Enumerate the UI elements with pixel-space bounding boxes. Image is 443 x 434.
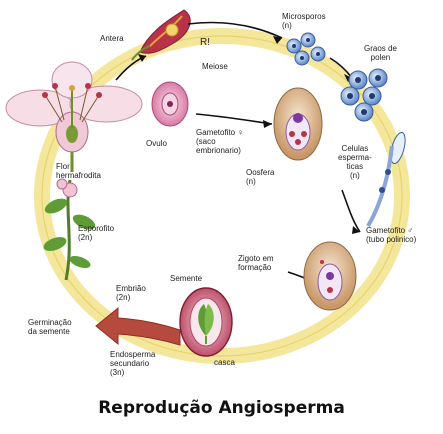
anther: [131, 9, 191, 61]
label-celulas-espermaticas: Celulas esperma- ticas (n): [338, 144, 372, 180]
embryo-sac: [273, 87, 323, 161]
label-gametofito-masculino: Gametofito ♂ (tubo polinico): [366, 226, 417, 244]
germination-arrow: [95, 306, 181, 346]
cycle-ring-edge: [41, 35, 403, 357]
label-zigoto: Zigoto em formação: [238, 254, 274, 272]
sporophyte-plant: [43, 178, 96, 281]
arrowheads: [138, 36, 360, 292]
hermaphrodite-flower: [5, 61, 143, 172]
label-esporofito: Esporofito (2n): [78, 224, 115, 242]
label-meiose: Meiose: [202, 62, 228, 71]
label-semente: Semente: [170, 274, 203, 283]
ovule: [151, 81, 189, 127]
label-ovulo: Ovulo: [146, 139, 167, 148]
microspores: [286, 32, 326, 66]
label-casca: casca: [214, 358, 235, 367]
label-antera: Antera: [100, 34, 124, 43]
pollen-grains: [340, 68, 406, 165]
label-oosfera: Oosfera (n): [246, 168, 275, 186]
label-r: R!: [200, 37, 210, 48]
seed: [179, 287, 233, 357]
label-gametofito-feminino: Gametofito ♀ (saco embrionario): [196, 128, 244, 155]
label-endosperma: Endosperma secundario (3n): [110, 350, 156, 377]
label-graos-de-polen: Graos de polen: [364, 44, 397, 62]
page-title: Reprodução Angiosperma: [98, 398, 345, 418]
zygote: [303, 241, 357, 311]
label-microsporos: Microsporos (n): [282, 12, 326, 30]
label-germinacao: Germinação da semente: [28, 318, 72, 336]
label-flor-hermafrodita: Flor hermafrodita: [56, 162, 101, 180]
label-embriao: Embrião (2n): [116, 284, 146, 302]
pollen-tube: [366, 145, 394, 228]
